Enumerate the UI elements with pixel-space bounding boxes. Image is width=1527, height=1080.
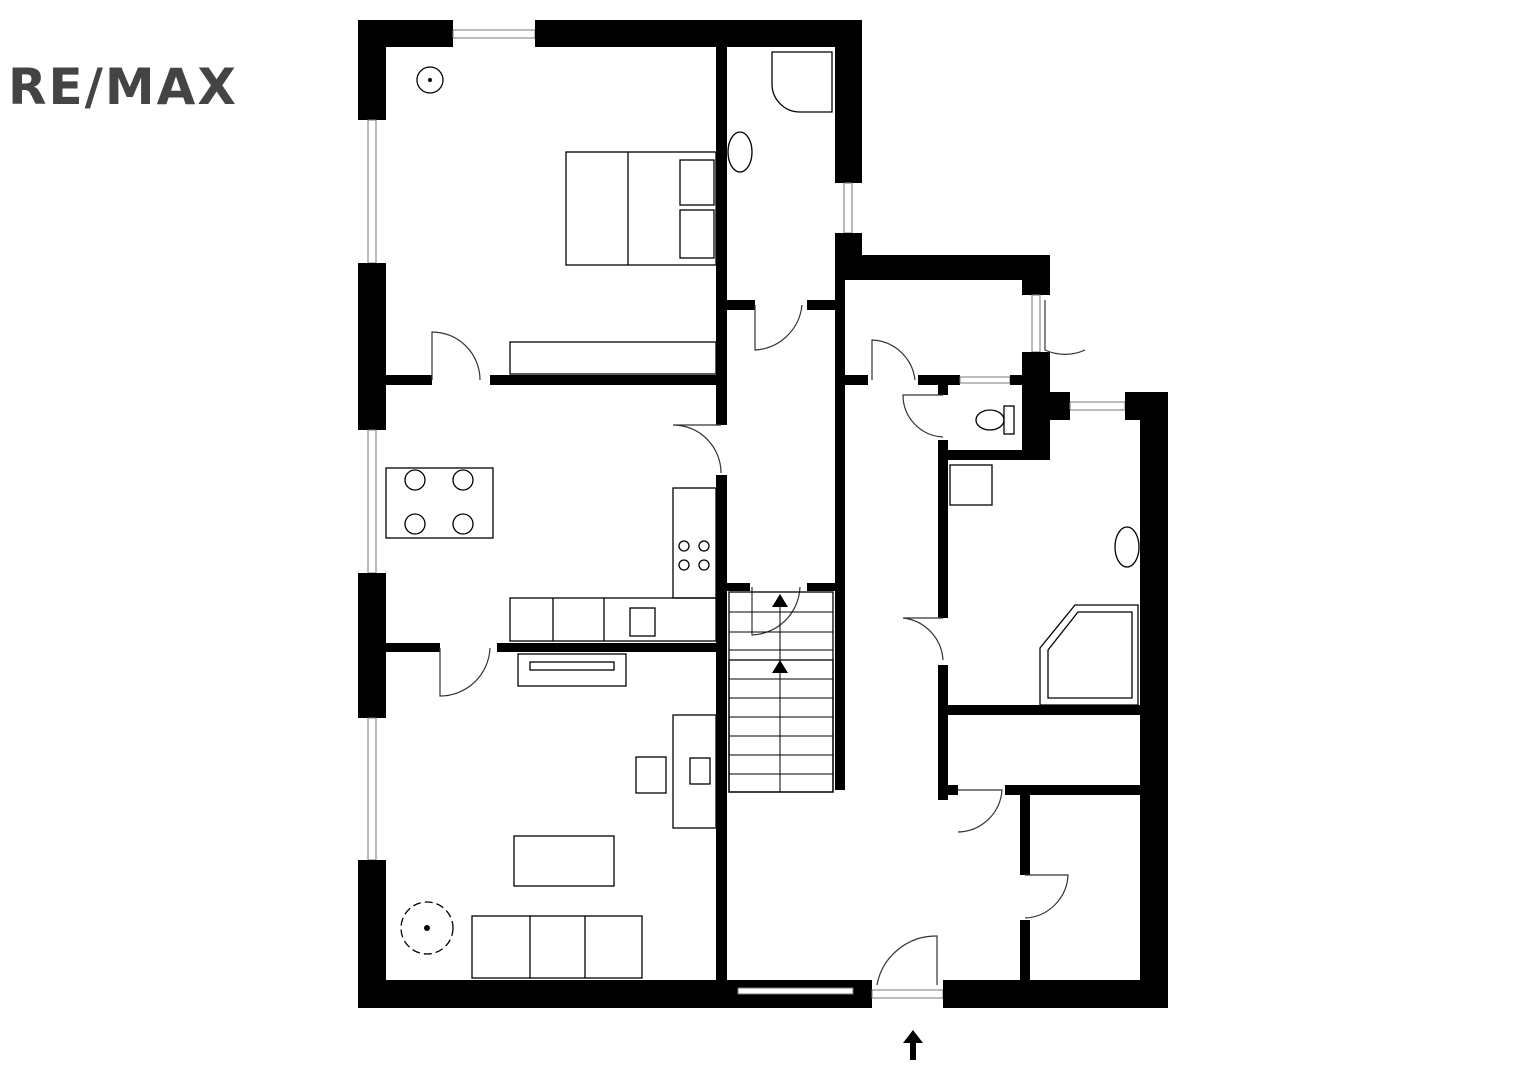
desk-icon [672, 714, 717, 829]
remax-logo: RE/MAX [8, 58, 238, 116]
wardrobe-icon [509, 341, 717, 375]
walls [358, 20, 1168, 1008]
plant-icon [416, 66, 444, 94]
furniture [385, 51, 1140, 1060]
entrance-arrow-icon [903, 1030, 923, 1060]
stairs [728, 591, 834, 793]
sofa-icon [471, 915, 643, 979]
sink-icon [727, 131, 753, 173]
bathtub-icon [1039, 604, 1139, 706]
doors [431, 300, 1086, 986]
bed-icon [565, 151, 717, 266]
shower-icon [771, 51, 833, 113]
stair-arrow-icon [772, 594, 788, 607]
toilet-icon [975, 409, 1005, 431]
coffee-table-icon [513, 835, 615, 887]
washer-icon [949, 464, 993, 506]
dining-table-icon [385, 467, 494, 539]
sink-icon [1114, 526, 1140, 568]
tv-stand-icon [517, 653, 627, 687]
stair-arrow-icon [772, 660, 788, 673]
plant-icon [400, 901, 454, 955]
kitchen-counter-icon [509, 597, 717, 642]
